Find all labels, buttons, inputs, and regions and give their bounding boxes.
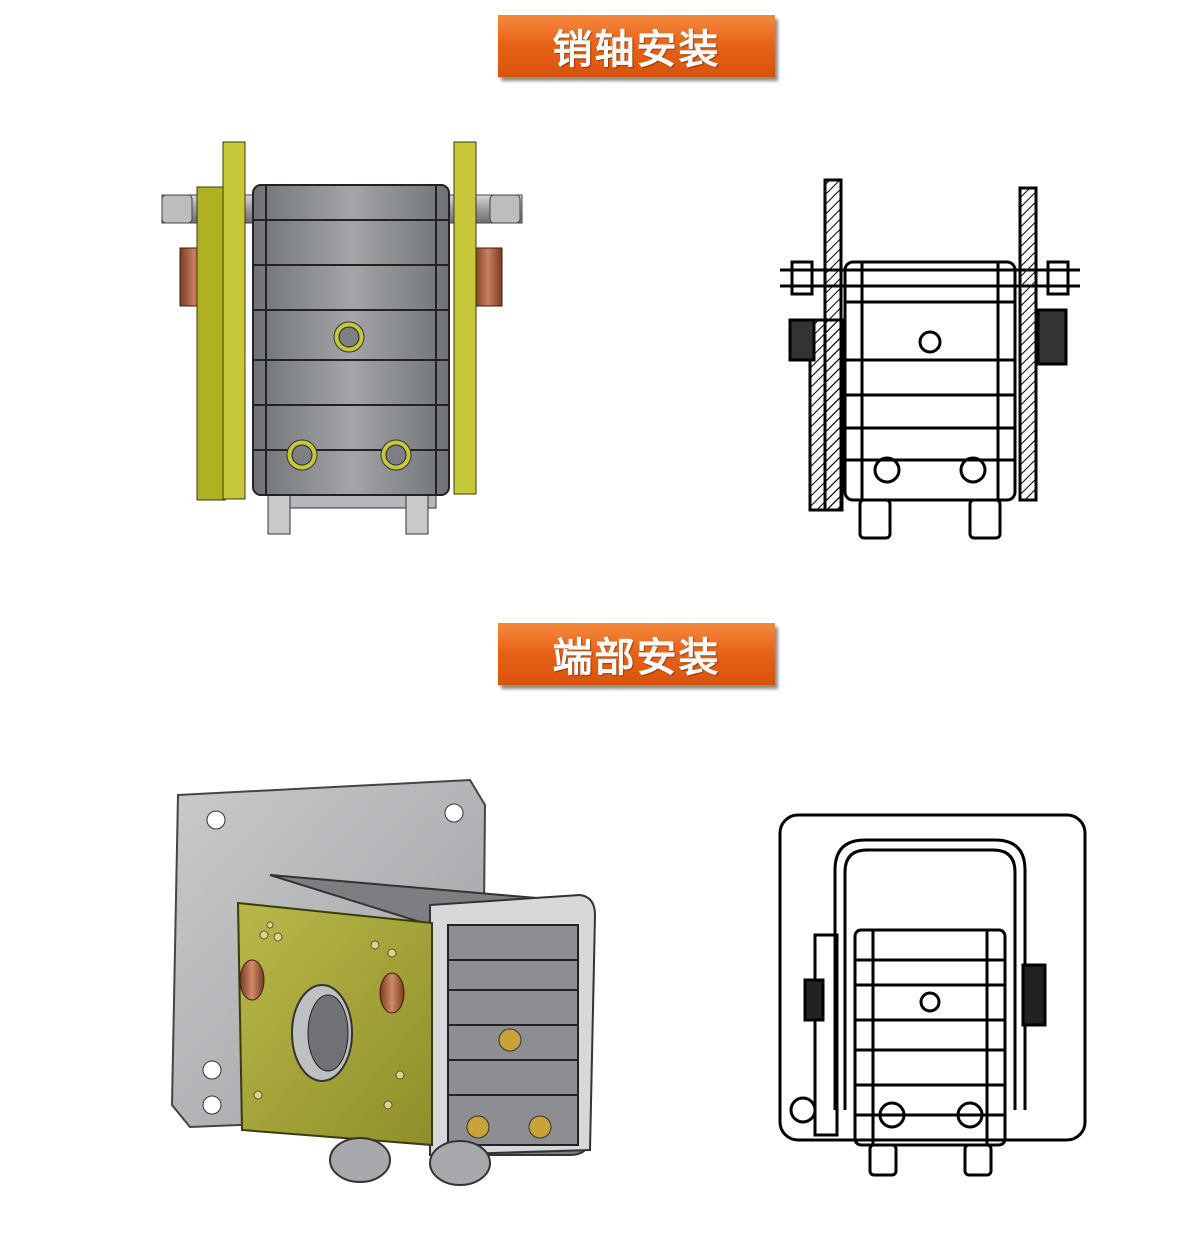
foot-right bbox=[405, 491, 429, 535]
bushing-right bbox=[379, 972, 405, 1014]
nut-left bbox=[803, 978, 825, 1022]
hole-lower-right bbox=[528, 1115, 552, 1139]
end-installation-render bbox=[170, 778, 597, 1186]
pin-installation-render bbox=[161, 141, 523, 535]
mount-hole-bottom-left-2 bbox=[202, 1095, 222, 1115]
body-ribs bbox=[253, 185, 449, 495]
wall-plate-outline bbox=[778, 813, 1087, 1142]
foot-right bbox=[963, 1143, 993, 1177]
foot-left bbox=[858, 498, 892, 540]
yellow-plate-left bbox=[222, 141, 246, 500]
bracket-outer bbox=[833, 838, 1027, 1110]
bolt-head-right bbox=[489, 194, 521, 224]
mount-hole-top-right bbox=[444, 803, 464, 823]
hole-left bbox=[873, 456, 901, 484]
wheel-right bbox=[429, 1140, 491, 1186]
mount-hole bbox=[789, 1096, 817, 1124]
hole-right bbox=[956, 1101, 984, 1129]
yellow-plate-right bbox=[453, 141, 477, 495]
body-outline bbox=[843, 260, 1017, 502]
hole-center bbox=[919, 991, 941, 1013]
nut-left bbox=[788, 318, 816, 362]
hole-center bbox=[498, 1028, 522, 1052]
hole-lower-left bbox=[466, 1115, 490, 1139]
side-clamp-left bbox=[813, 933, 839, 1137]
mount-hole-top-left bbox=[206, 810, 226, 830]
plate-screw-holes bbox=[253, 921, 405, 1110]
nut-right bbox=[1036, 308, 1068, 366]
yellow-plate-left-outer bbox=[196, 186, 226, 501]
hole-center bbox=[918, 330, 942, 354]
hole-left bbox=[878, 1101, 906, 1129]
section-title-end-installation: 端部安装 bbox=[498, 623, 775, 685]
hole-lower-left-inner bbox=[291, 444, 313, 466]
foot-left bbox=[868, 1143, 898, 1177]
mount-hole-bottom-left-1 bbox=[202, 1060, 222, 1080]
opening-inner bbox=[307, 994, 349, 1072]
section-title-pin-installation: 销轴安装 bbox=[498, 15, 775, 77]
hole-center-inner bbox=[338, 326, 360, 348]
wheel-left bbox=[329, 1137, 391, 1183]
foot-left bbox=[267, 491, 291, 535]
hole-lower-right-inner bbox=[385, 444, 407, 466]
pin-installation-line-drawing bbox=[780, 178, 1080, 540]
bracket-inner bbox=[843, 848, 1017, 1110]
body-outline bbox=[853, 928, 1007, 1147]
bolt-head-left bbox=[161, 194, 193, 224]
bushing-left bbox=[239, 959, 265, 1001]
end-installation-line-drawing bbox=[778, 813, 1087, 1177]
plate-right bbox=[1018, 186, 1038, 502]
nut-right bbox=[1021, 963, 1047, 1027]
hole-right bbox=[959, 456, 987, 484]
bushing-right bbox=[473, 247, 503, 307]
foot-right bbox=[968, 498, 1002, 540]
